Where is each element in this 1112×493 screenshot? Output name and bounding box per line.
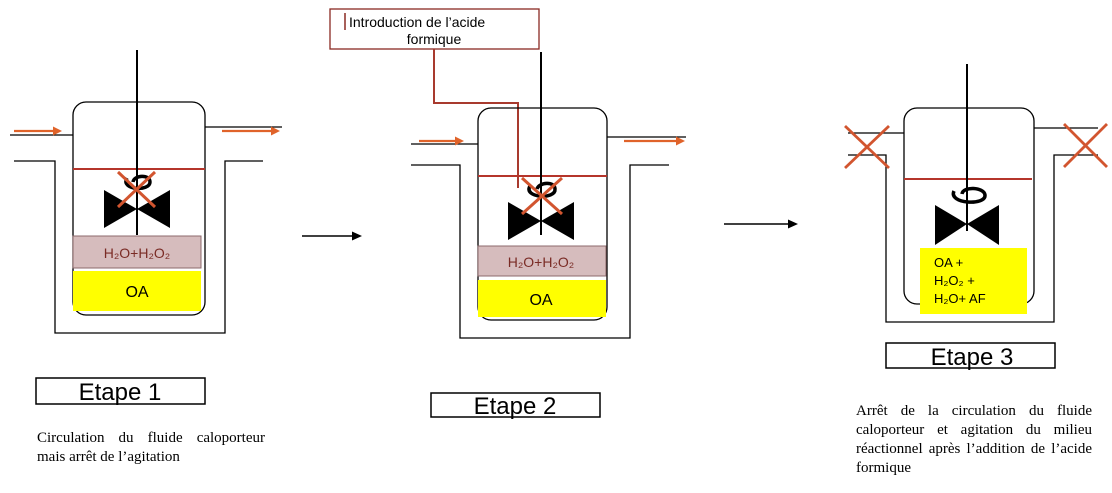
stage-3-impeller <box>935 205 999 245</box>
stage-2-aqueous-phase <box>477 245 607 277</box>
stage-3-outlet-stopped-cross-icon <box>1063 123 1108 168</box>
stage-2-jacket <box>411 164 669 339</box>
stage-2-label: Etape 2 <box>474 393 557 420</box>
stage-1-caption: Circulation du fluide caloporteur mais a… <box>37 430 265 465</box>
stage-3-reactor: OA + H₂O₂ + H₂O+ AF Etape 3 <box>844 64 1108 371</box>
stage-1-agitation-stopped-cross-icon <box>116 170 157 209</box>
stage-3-label: Etape 3 <box>931 344 1014 371</box>
stage-1-aqueous-phase-label: H₂O+H₂O₂ <box>104 245 170 261</box>
stage-2-inlet-arrow <box>419 136 464 146</box>
stage-1-impeller <box>104 190 170 228</box>
stage-2-organic-phase-label: OA <box>529 292 552 309</box>
stage-1-label: Etape 1 <box>79 379 162 406</box>
stage-3-jacket <box>848 154 1098 323</box>
stage-1-organic-phase-label: OA <box>125 284 148 301</box>
annotation-text-line-1: Introduction de l’acide <box>349 14 485 30</box>
stage-1-aqueous-phase <box>72 235 202 269</box>
stage-1-vessel <box>72 101 206 316</box>
stage-2-agitation-stopped-cross-icon <box>520 176 564 216</box>
stage-3-mixture-phase <box>920 248 1027 314</box>
stage-1-outlet-arrow <box>222 126 280 136</box>
stage-1-label-box <box>35 377 206 405</box>
stage-2-outlet-arrow <box>624 136 685 146</box>
stage-1-jacket <box>14 160 263 334</box>
stage-1-organic-phase <box>73 271 201 311</box>
stage-1-inlet-arrow <box>14 126 62 136</box>
stage-1-rotation-arrow <box>124 174 152 191</box>
annotation-box <box>329 8 540 50</box>
stage-2-vessel <box>477 107 608 321</box>
formic-acid-feed-line <box>433 49 519 188</box>
stage-3-mixture-line-3: H₂O+ AF <box>934 291 986 306</box>
stage-1-reactor: H₂O+H₂O₂ OA Etape 1 <box>10 50 282 406</box>
stage-2-reactor: Introduction de l’acide formique H₂O+H₂O… <box>329 8 686 420</box>
stage-2-rotation-arrow <box>527 181 557 198</box>
stage-3-caption: Arrêt de la circulation du fluide calopo… <box>856 403 1092 476</box>
transition-arrow-2 <box>724 219 798 229</box>
stage-2-aqueous-phase-label: H₂O+H₂O₂ <box>508 254 574 270</box>
stage-3-mixture-line-2: H₂O₂ + <box>934 273 975 288</box>
stage-3-rotation-arrow <box>951 186 987 204</box>
annotation-text-line-2: formique <box>407 31 462 47</box>
stage-2-organic-phase <box>478 280 606 317</box>
stage-3-inlet-stopped-cross-icon <box>844 124 890 170</box>
stage-3-label-box <box>885 342 1056 369</box>
stage-3-mixture-line-1: OA + <box>934 255 963 270</box>
stage-2-label-box <box>430 392 601 418</box>
transition-arrow-1 <box>302 231 362 241</box>
